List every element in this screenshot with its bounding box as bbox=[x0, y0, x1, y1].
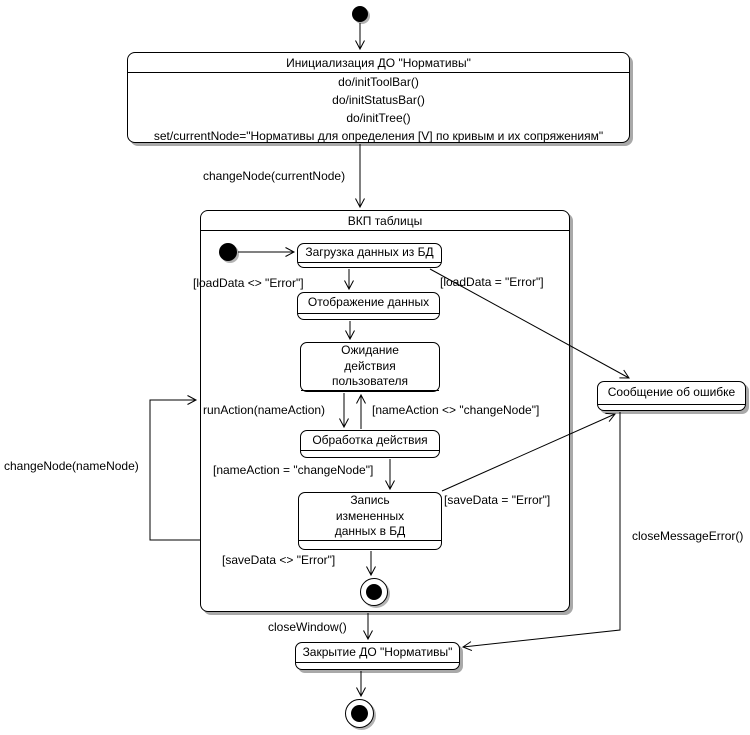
state-init-title: Инициализация ДО "Нормативы" bbox=[128, 53, 629, 73]
state-vkp-title: ВКП таблицы bbox=[201, 211, 569, 231]
state-close: Закрытие ДО "Нормативы" bbox=[295, 642, 460, 670]
label-run-action: runAction(nameAction) bbox=[203, 403, 326, 417]
label-action-change: [nameAction = "changeNode"] bbox=[213, 463, 374, 477]
label-change-node-name: changeNode(nameNode) bbox=[4, 459, 139, 473]
state-init: Инициализация ДО "Нормативы" do/initTool… bbox=[127, 52, 630, 143]
label-save-err: [saveData = "Error"] bbox=[444, 493, 551, 507]
label-load-ok: [loadData <> "Error"] bbox=[193, 276, 304, 290]
state-load-title: Загрузка данных из БД bbox=[305, 245, 434, 260]
state-error-compartment bbox=[598, 404, 745, 410]
state-save-title: Запись измененных данных в БД bbox=[334, 493, 406, 539]
state-error-title: Сообщение об ошибке bbox=[607, 385, 736, 400]
state-load-compartment bbox=[298, 262, 441, 267]
state-wait: Ожидание действия пользователя bbox=[300, 342, 440, 392]
state-process-title: Обработка действия bbox=[312, 432, 428, 447]
final-state-bottom bbox=[345, 699, 374, 728]
state-init-action-2: do/initStatusBar() bbox=[332, 93, 425, 107]
initial-state-inner bbox=[219, 243, 237, 261]
transition-vkp-self-loop bbox=[149, 395, 200, 541]
state-init-action-3: do/initTree() bbox=[346, 111, 411, 125]
state-close-compartment bbox=[296, 662, 459, 669]
label-change-node-current: changeNode(currentNode) bbox=[203, 169, 346, 183]
state-display-title: Отображение данных bbox=[307, 295, 430, 310]
state-wait-title: Ожидание действия пользователя bbox=[332, 343, 408, 389]
state-init-action-1: do/initToolBar() bbox=[338, 75, 419, 89]
label-close-window: closeWindow() bbox=[268, 620, 347, 634]
state-close-title: Закрытие ДО "Нормативы" bbox=[302, 644, 453, 659]
final-state-inner bbox=[360, 578, 388, 606]
label-action-not-change: [nameAction <> "changeNode"] bbox=[372, 403, 540, 417]
final-state-inner-core bbox=[366, 584, 382, 600]
state-process-compartment bbox=[301, 450, 439, 457]
final-state-bottom-core bbox=[351, 705, 368, 722]
state-display: Отображение данных bbox=[297, 292, 440, 320]
state-save-compartment bbox=[299, 539, 441, 549]
label-close-message-error: closeMessageError() bbox=[632, 529, 744, 543]
state-wait-compartment bbox=[301, 389, 439, 391]
state-load: Загрузка данных из БД bbox=[297, 243, 442, 268]
state-error: Сообщение об ошибке bbox=[597, 381, 746, 411]
label-load-err: [loadData = "Error"] bbox=[440, 275, 544, 289]
state-process: Обработка действия bbox=[300, 430, 440, 458]
label-save-ok: [saveData <> "Error"] bbox=[222, 553, 336, 567]
state-save: Запись измененных данных в БД bbox=[298, 492, 442, 550]
state-init-action-4: set/currentNode="Нормативы для определен… bbox=[153, 129, 604, 143]
state-display-compartment bbox=[298, 313, 439, 319]
initial-state-top bbox=[352, 6, 368, 22]
